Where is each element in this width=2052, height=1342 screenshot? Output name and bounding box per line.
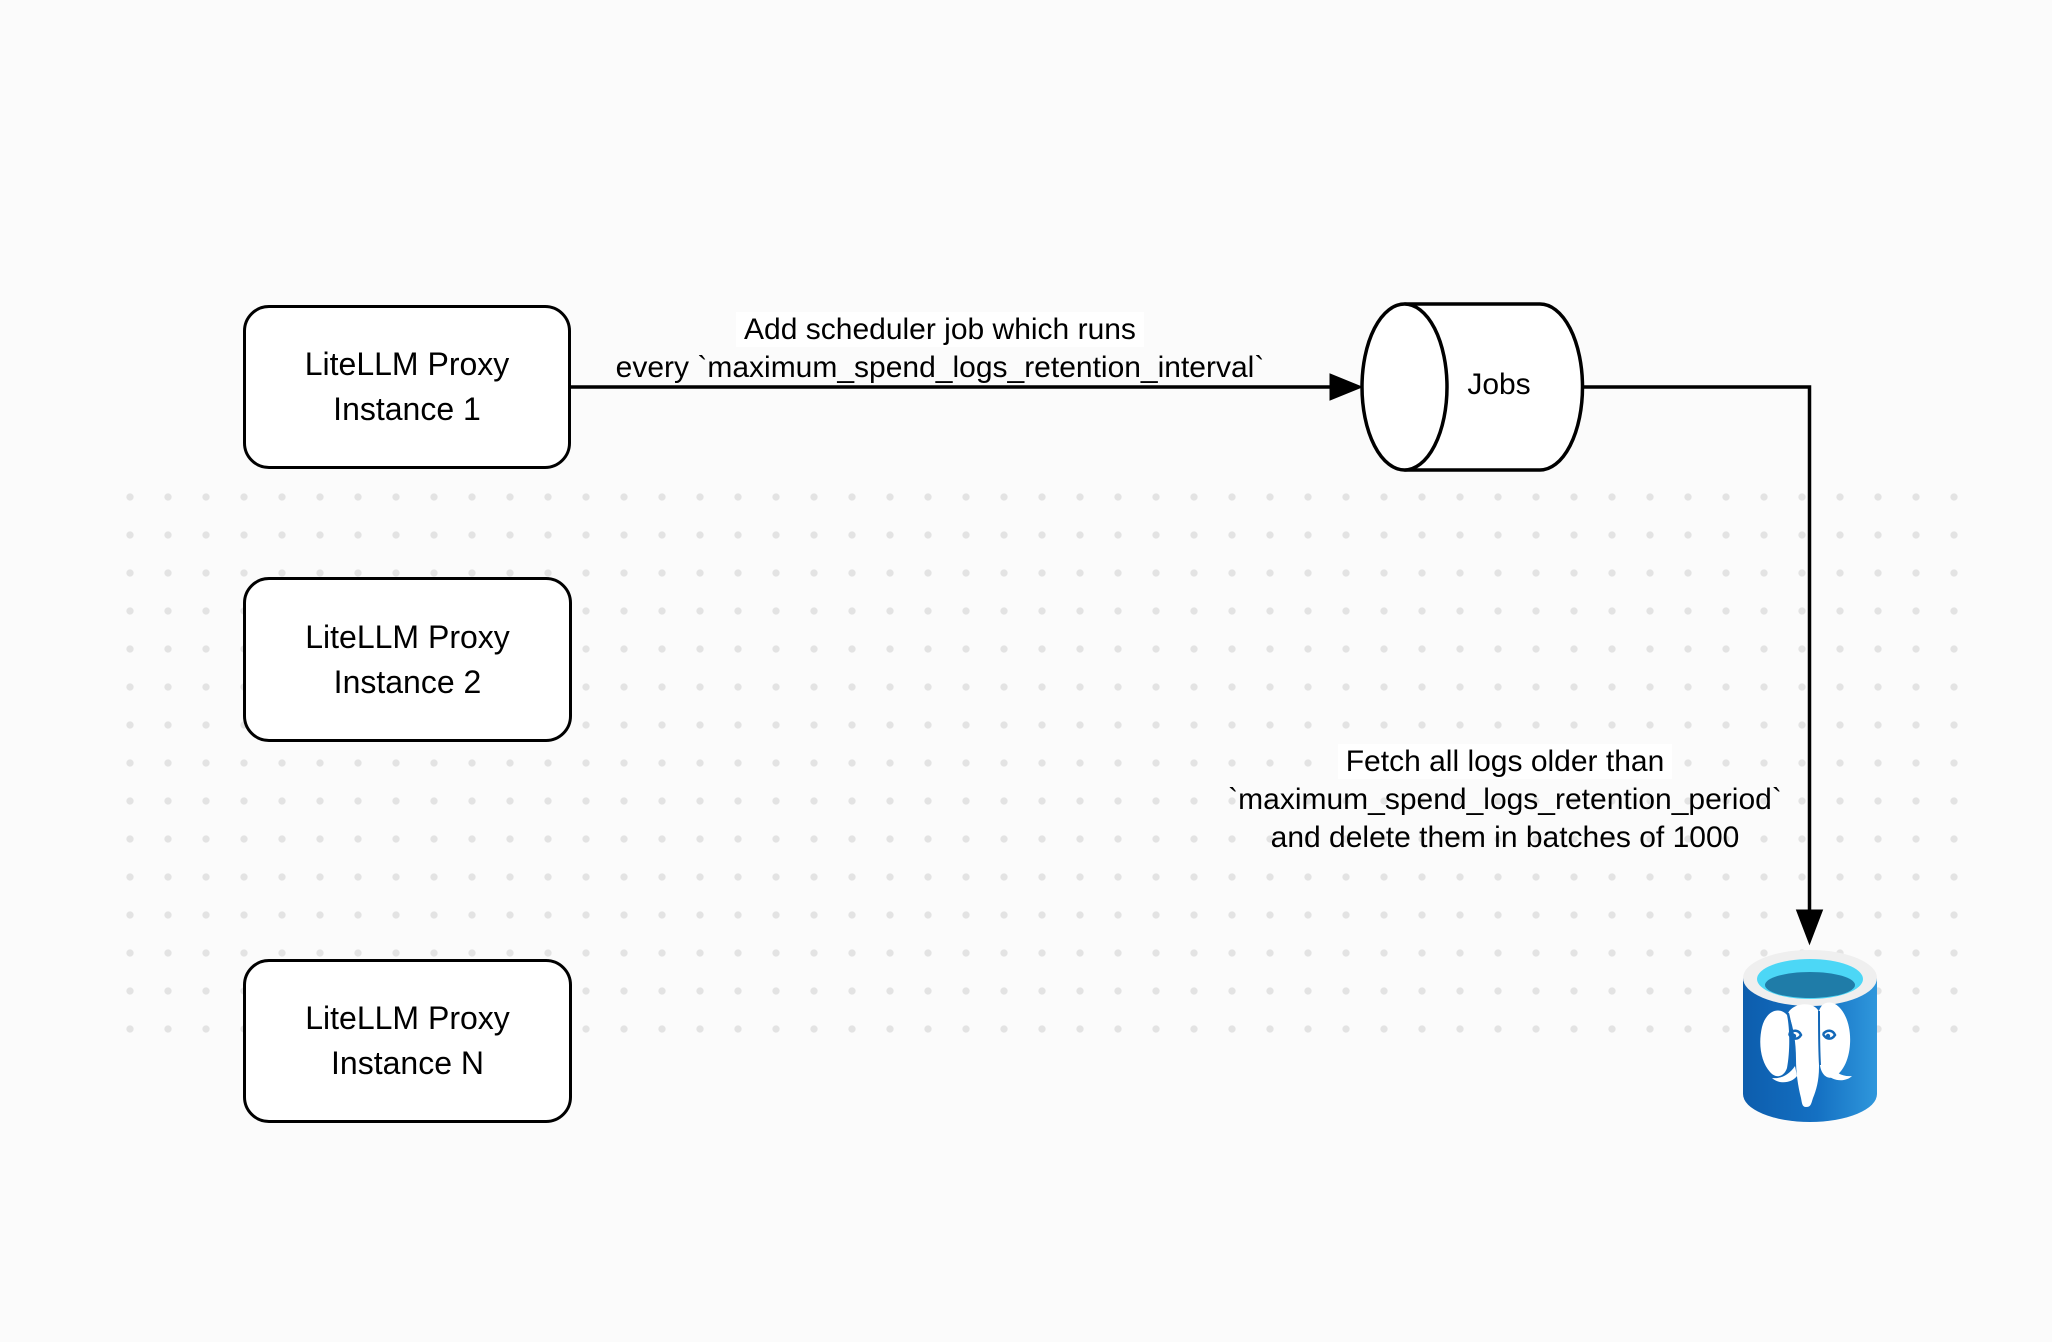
- edge-label-fetch-delete: Fetch all logs older than `maximum_spend…: [1165, 743, 1845, 857]
- edge-label-add-scheduler: Add scheduler job which runs every `maxi…: [590, 311, 1290, 387]
- edge-label-line: Add scheduler job which runs: [736, 312, 1144, 347]
- node-label-line2: Instance N: [331, 1045, 484, 1081]
- postgres-cylinder-inner-water: [1765, 972, 1855, 998]
- node-label-line2: Instance 1: [333, 391, 481, 427]
- postgresql-database-icon: [1743, 950, 1877, 1122]
- node-label-line1: LiteLLM Proxy: [305, 618, 510, 655]
- node-litellm-proxy-instance-1: LiteLLM Proxy Instance 1: [243, 305, 571, 469]
- fetch-arrowhead-icon: [1795, 909, 1824, 946]
- jobs-queue-label: Jobs: [1467, 368, 1531, 401]
- node-litellm-proxy-instance-n: LiteLLM Proxy Instance N: [243, 959, 572, 1123]
- jobs-cylinder-body: [1404, 302, 1585, 472]
- jobs-cylinder-face: [1360, 302, 1449, 472]
- node-label-line2: Instance 2: [333, 663, 482, 700]
- edge-label-line: and delete them in batches of 1000: [1270, 821, 1740, 854]
- fetch-arrow-line: [1582, 385, 1812, 910]
- scheduler-arrowhead-icon: [1329, 373, 1364, 401]
- node-litellm-proxy-instance-2: LiteLLM Proxy Instance 2: [243, 577, 572, 742]
- edge-label-line: `maximum_spend_logs_retention_period`: [1228, 783, 1782, 816]
- edge-label-line: Fetch all logs older than: [1337, 744, 1673, 779]
- edge-label-line: every `maximum_spend_logs_retention_inte…: [615, 351, 1265, 384]
- node-label-line1: LiteLLM Proxy: [305, 1000, 510, 1036]
- postgres-elephant-icon: [1760, 1002, 1852, 1107]
- node-label-line1: LiteLLM Proxy: [304, 346, 510, 382]
